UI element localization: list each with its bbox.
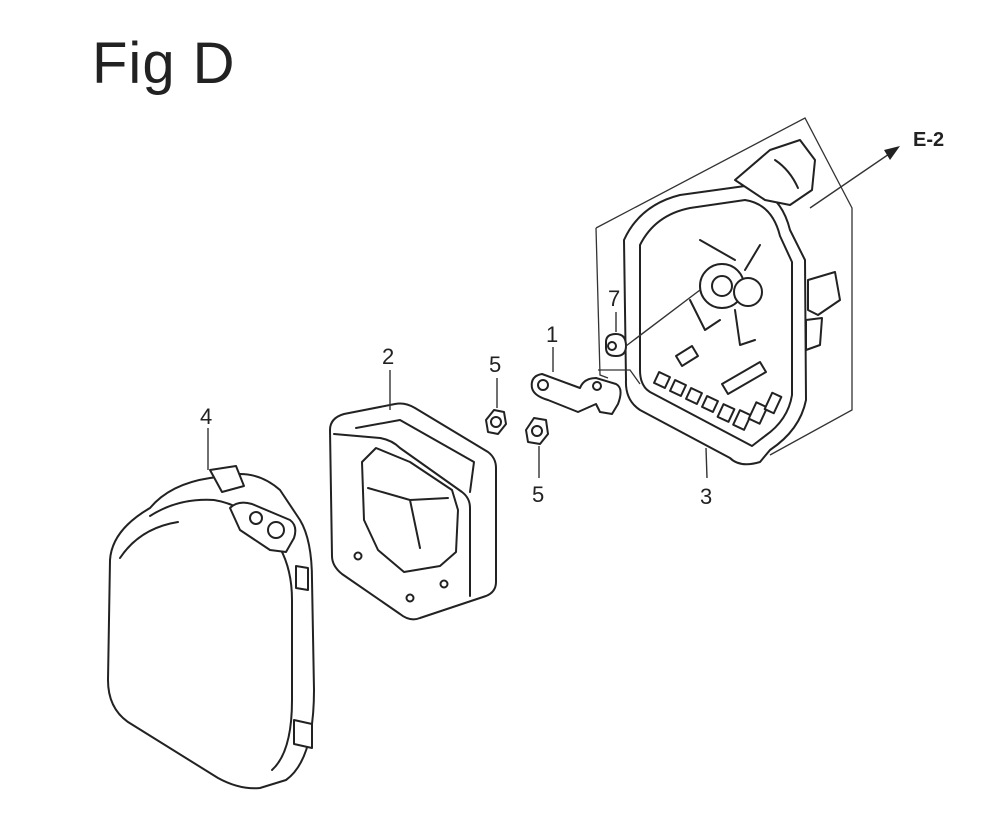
reference-label-e2: E-2	[913, 129, 944, 151]
callout-3: 3	[700, 484, 712, 509]
callout-2: 2	[382, 344, 394, 369]
case-hub-inner	[711, 275, 733, 297]
case-tube-2	[721, 361, 767, 395]
cover-latch-clip	[229, 501, 297, 553]
filter-top-face	[355, 419, 475, 493]
case-side-tab	[805, 317, 823, 351]
callout-5-upper: 5	[489, 352, 501, 377]
figure-title: Fig D	[92, 31, 236, 96]
callout-1: 1	[546, 322, 558, 347]
assembly-outline-right	[595, 117, 853, 456]
assembly-outline-left	[595, 227, 609, 379]
cover-side-knob-bottom	[293, 719, 313, 749]
filter-opening-depth	[367, 487, 449, 549]
part-5-nut-lower	[525, 417, 549, 478]
case-bracket-detail	[774, 159, 799, 189]
part-4-cover	[107, 428, 315, 790]
case-hub-side	[733, 277, 763, 307]
callout-4: 4	[200, 404, 212, 429]
part-2-filter-element	[329, 370, 497, 621]
cover-side-knob-top	[295, 565, 309, 591]
arrow-shaft	[809, 151, 893, 209]
part-7-grommet	[605, 289, 701, 357]
part-1-bracket	[530, 347, 641, 415]
case-grille	[653, 371, 783, 431]
part-3-air-cleaner-case	[595, 117, 853, 479]
cover-top-highlight	[119, 521, 179, 559]
callout-7: 7	[608, 286, 620, 311]
filter-hole-1	[353, 551, 363, 561]
case-top-bracket	[734, 139, 816, 206]
e2-reference-arrow: E-2	[809, 129, 944, 209]
case-side-lug	[807, 271, 841, 316]
arrow-head	[884, 146, 900, 160]
leader-3	[705, 447, 708, 479]
case-tube-1	[675, 345, 699, 367]
case-body	[623, 185, 807, 466]
callout-5-lower: 5	[532, 482, 544, 507]
filter-hole-3	[439, 579, 449, 589]
case-internal-ribs	[689, 239, 761, 346]
filter-hole-2	[405, 593, 415, 603]
cover-latch-pin	[249, 511, 263, 525]
part-5-nut-upper	[485, 378, 507, 435]
filter-opening	[361, 447, 459, 573]
cover-latch-hole	[267, 521, 285, 539]
filter-front-edge	[333, 433, 471, 597]
case-inner-rim	[639, 199, 793, 447]
cover-latch-tab	[209, 465, 245, 493]
